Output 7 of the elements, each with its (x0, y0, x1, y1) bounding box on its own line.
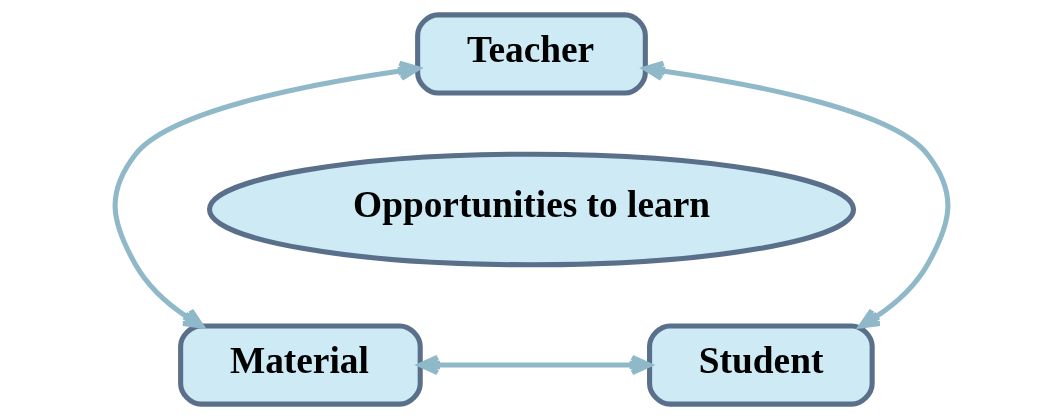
arrow (417, 354, 652, 376)
node-box: Teacher (415, 12, 648, 96)
arrow (642, 60, 951, 329)
arrow (112, 60, 421, 329)
node-ellipse: Opportunities to learn (206, 151, 857, 268)
node-box: Student (647, 323, 875, 407)
node-box: Material (178, 323, 423, 407)
